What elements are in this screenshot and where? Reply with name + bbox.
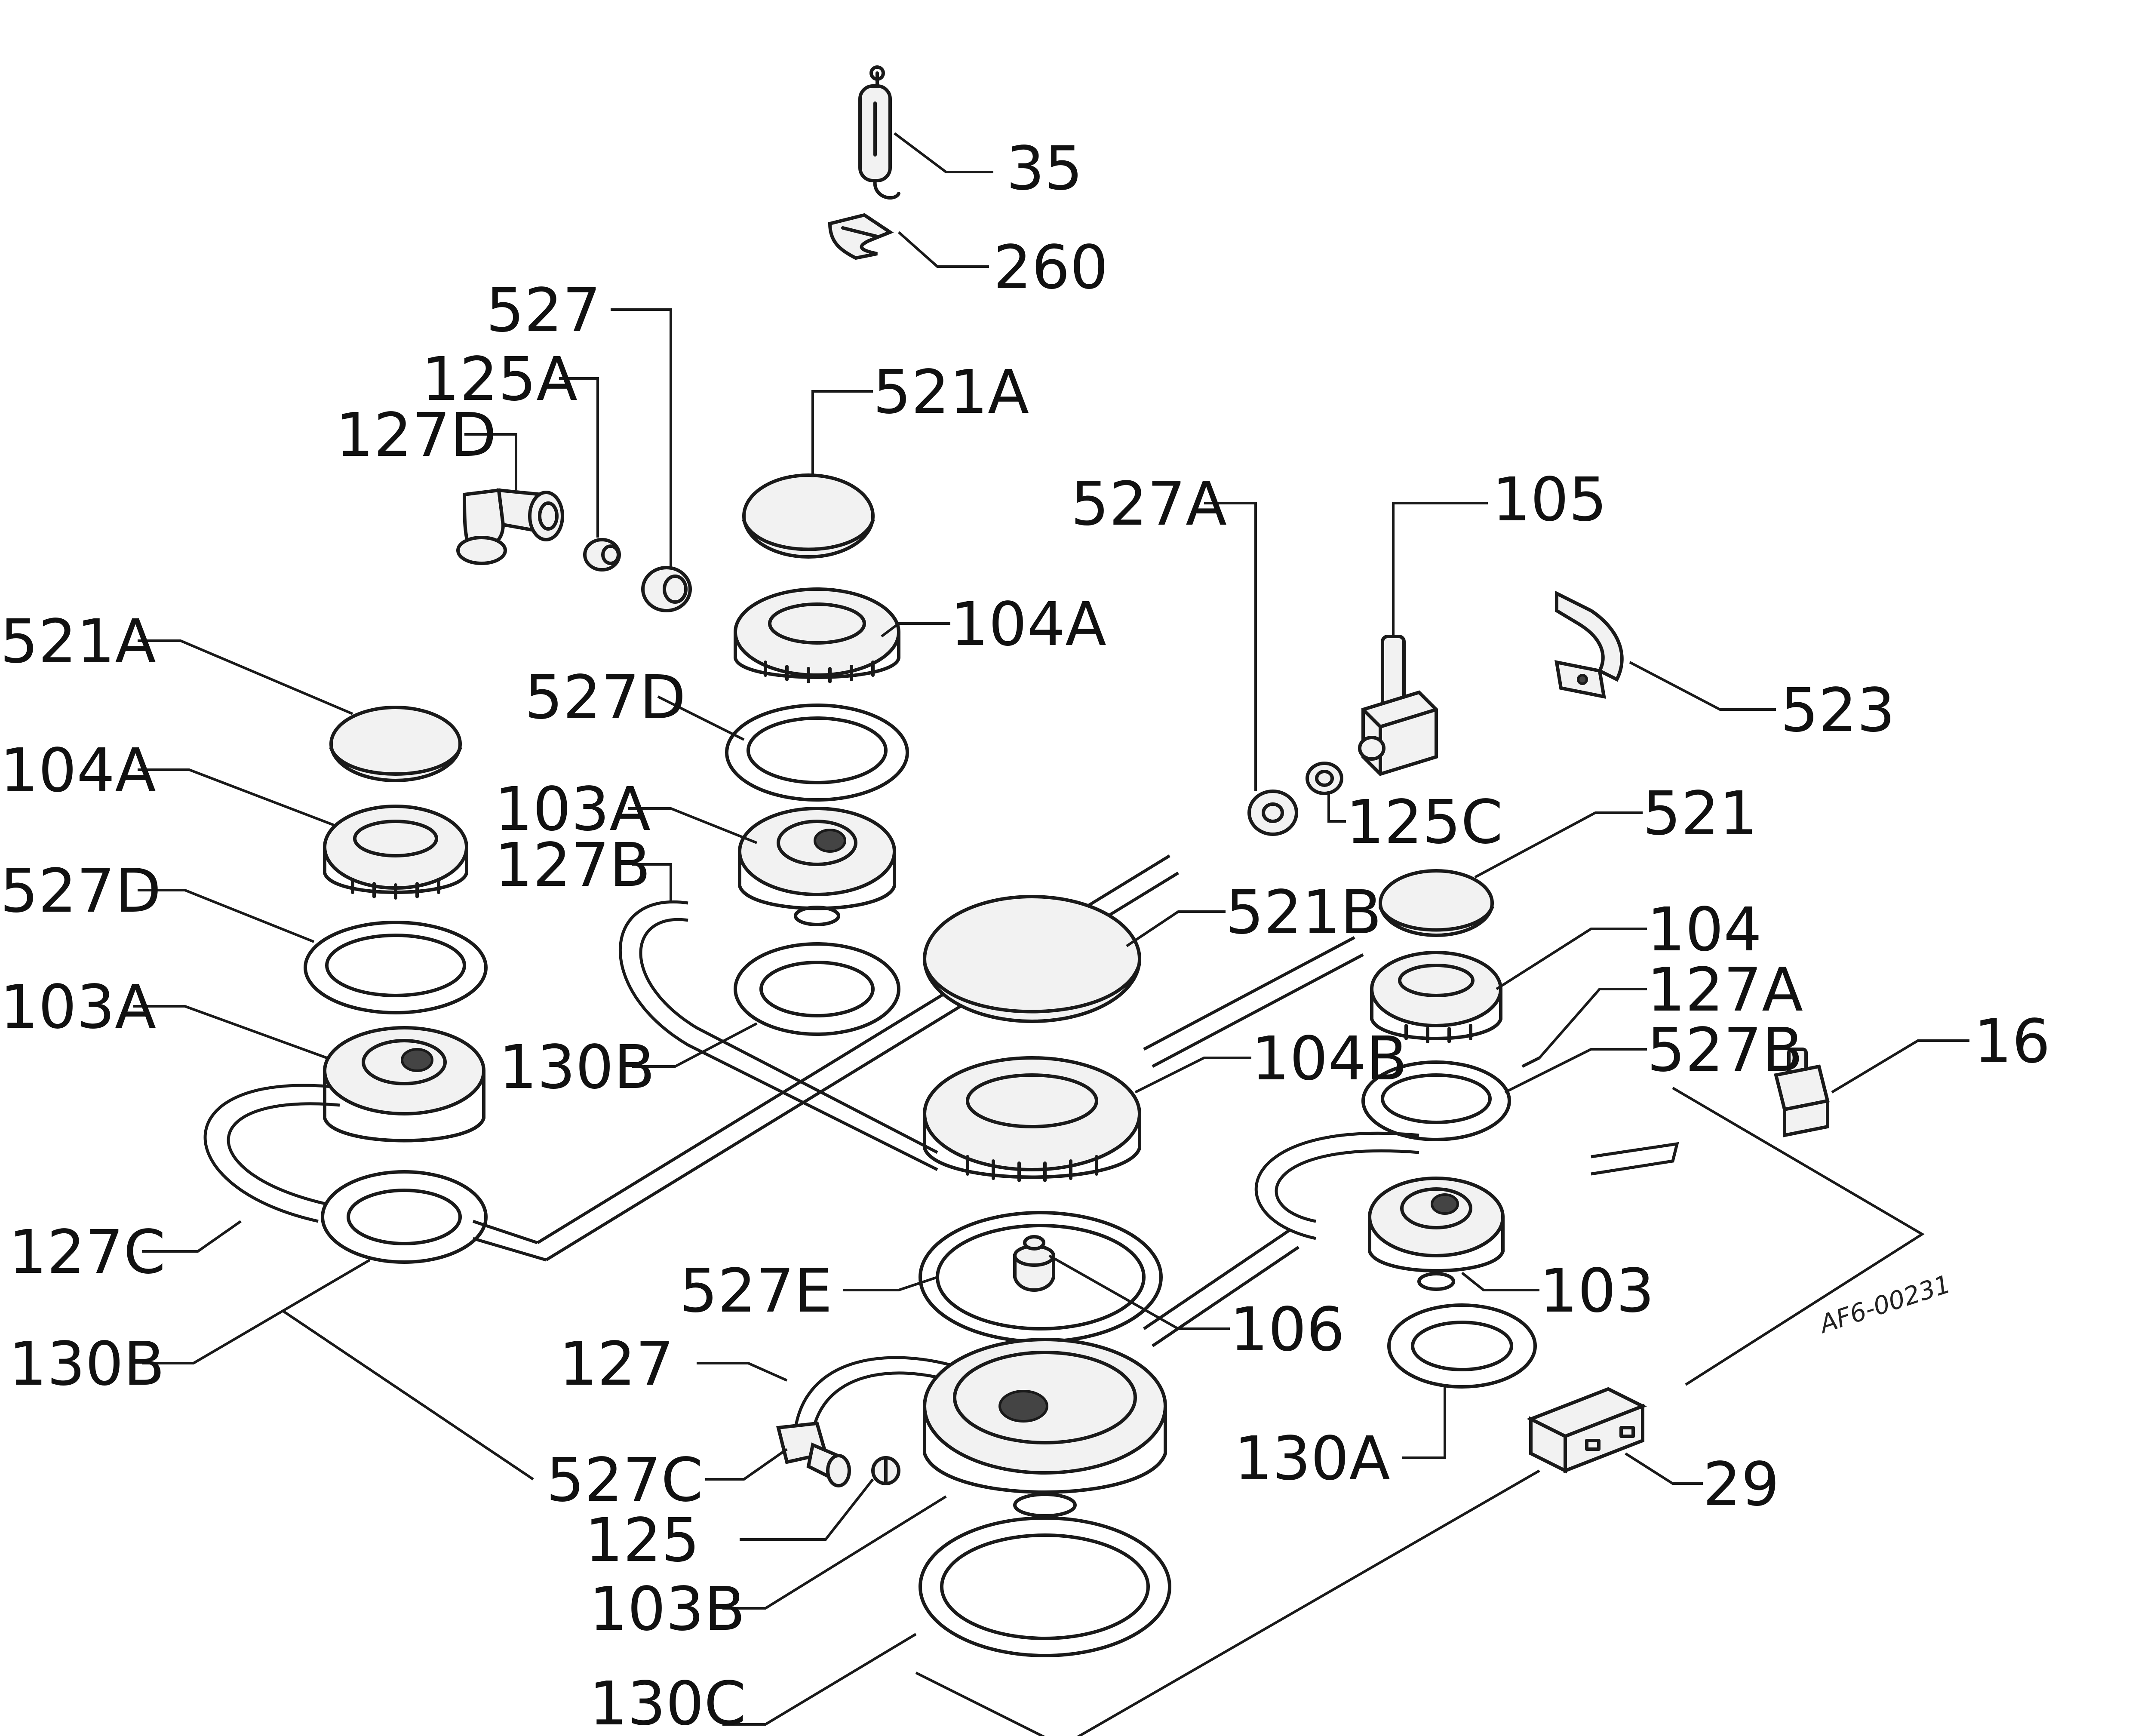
ring-130b-left <box>321 1170 488 1264</box>
label-125c: 125C <box>1346 787 1503 857</box>
label-127c: 127C <box>9 1217 166 1287</box>
label-527e: 527E <box>679 1256 833 1326</box>
nut-527 <box>641 566 692 612</box>
assembly-lines <box>283 1087 1925 1736</box>
label-103a-center: 103A <box>495 774 651 845</box>
label-527d-left: 527D <box>0 856 161 926</box>
ignition-module-29 <box>1527 1387 1647 1474</box>
drawing-code: AF6-00231 <box>1815 1269 1954 1339</box>
label-521: 521 <box>1643 779 1757 849</box>
nozzle-125c <box>1306 762 1343 795</box>
burner-103a-left <box>323 1026 485 1143</box>
bracket-523 <box>1554 590 1624 699</box>
ring-130b-center <box>734 942 900 1036</box>
crown-104a-left <box>323 805 468 900</box>
crown-104b <box>923 1056 1141 1182</box>
clip-260 <box>828 213 894 260</box>
label-260: 260 <box>993 233 1108 303</box>
elbow-527c <box>776 1421 851 1487</box>
label-521b: 521B <box>1226 878 1382 948</box>
label-105: 105 <box>1492 465 1607 535</box>
leader-lines <box>133 132 1969 1726</box>
injector-106 <box>1013 1235 1055 1292</box>
label-125: 125 <box>585 1506 700 1576</box>
label-527b: 527B <box>1647 1015 1803 1085</box>
crown-104a-center <box>734 587 900 683</box>
label-521a-left: 521A <box>0 607 156 677</box>
ring-527b <box>1361 1060 1511 1141</box>
elbow-127d <box>456 488 564 565</box>
nut-527a <box>1247 790 1298 836</box>
ring-130c <box>919 1516 1171 1657</box>
label-104: 104 <box>1647 895 1762 965</box>
label-104a-left: 104A <box>0 736 156 806</box>
label-127: 127 <box>559 1329 674 1399</box>
label-130b-center: 130B <box>499 1032 655 1103</box>
cap-521 <box>1379 869 1494 937</box>
label-523: 523 <box>1780 676 1895 746</box>
label-527a: 527A <box>1071 469 1227 539</box>
label-527c: 527C <box>546 1445 703 1515</box>
cap-521a-top <box>742 473 875 559</box>
label-125a: 125A <box>421 344 578 415</box>
label-130a: 130A <box>1234 1424 1390 1494</box>
switch-16 <box>1774 1048 1830 1137</box>
burner-103 <box>1368 1177 1505 1291</box>
burner-103a-center <box>738 807 896 926</box>
label-104a-center: 104A <box>950 590 1106 660</box>
label-130b-left: 130B <box>9 1329 165 1399</box>
ring-527d-center <box>725 704 909 802</box>
cap-521b <box>923 895 1141 1023</box>
label-527-top: 527 <box>486 276 601 346</box>
label-29: 29 <box>1703 1450 1779 1520</box>
nozzle-125a <box>583 538 621 571</box>
label-103b: 103B <box>589 1574 745 1644</box>
label-104b: 104B <box>1251 1024 1407 1094</box>
label-103: 103 <box>1539 1256 1654 1326</box>
label-127b: 127B <box>495 830 651 900</box>
label-16: 16 <box>1974 1007 2050 1077</box>
cap-521a-left <box>329 706 462 782</box>
part-labels: 35 260 527 125A 127D 521A 527A 105 521A … <box>0 134 2050 1736</box>
ring-527d-left <box>304 921 488 1014</box>
label-527d-center: 527D <box>525 663 686 733</box>
burner-103b <box>923 1338 1167 1518</box>
nozzle-125 <box>871 1456 900 1485</box>
label-521a-top: 521A <box>873 357 1029 427</box>
crown-104 <box>1370 951 1502 1043</box>
thermocouple-35 <box>858 65 900 200</box>
label-103a-left: 103A <box>0 972 156 1042</box>
label-127a: 127A <box>1647 955 1803 1025</box>
ring-130a <box>1387 1303 1537 1389</box>
label-35: 35 <box>1006 134 1083 204</box>
valve-105 <box>1358 635 1438 776</box>
label-127d: 127D <box>335 400 497 470</box>
label-106: 106 <box>1230 1295 1345 1365</box>
label-130c: 130C <box>589 1669 746 1736</box>
